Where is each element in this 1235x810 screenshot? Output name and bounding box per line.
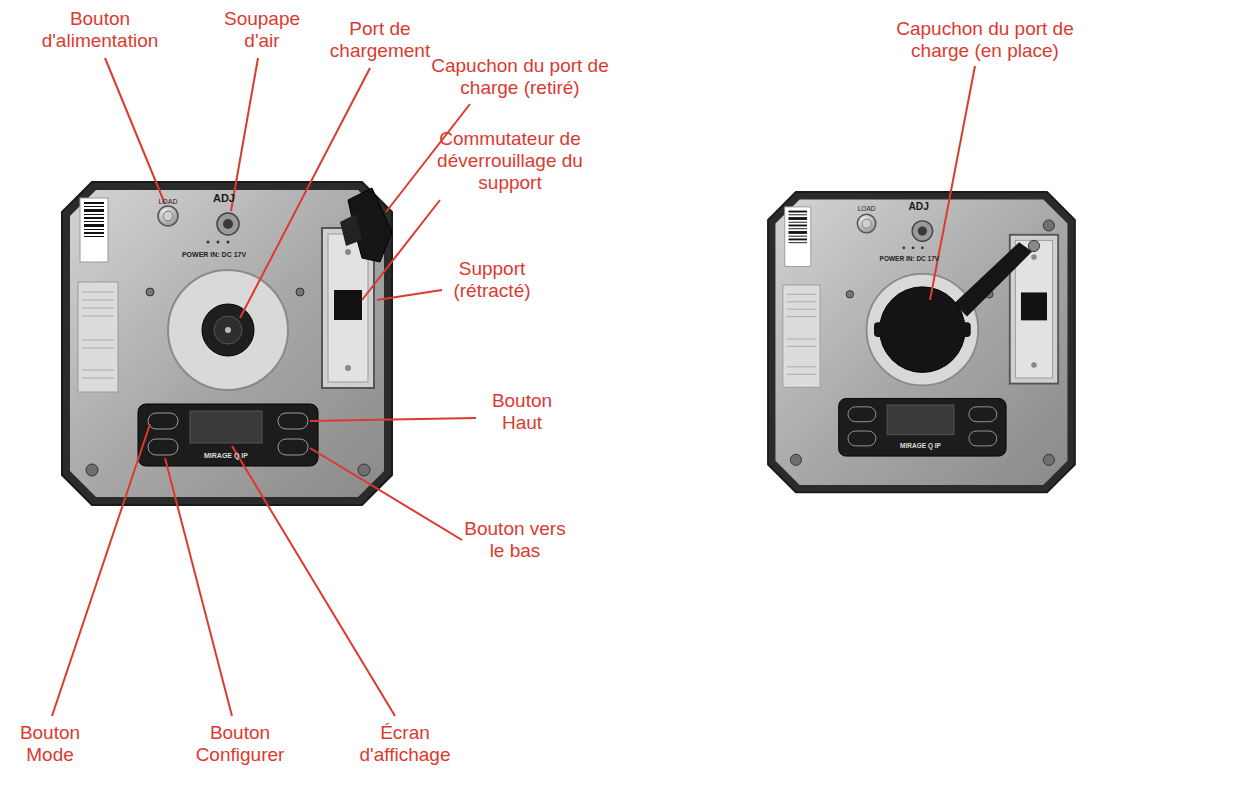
device-open-port xyxy=(62,182,392,505)
callout-label: Écran d'affichage xyxy=(350,722,460,766)
callout-label: Bouton Mode xyxy=(5,722,95,766)
callout-label: Port de chargement xyxy=(320,18,440,62)
device-marking: LOAD xyxy=(158,198,177,205)
device-marking: ADJ xyxy=(213,193,235,204)
callout-label: Capuchon du port de charge (en place) xyxy=(895,18,1075,62)
callout-label: Support (rétracté) xyxy=(437,258,547,302)
leader-lines xyxy=(52,58,975,716)
device-capped-port xyxy=(768,192,1075,492)
callout-label: Capuchon du port de charge (retiré) xyxy=(430,55,610,99)
device-marking: LOAD xyxy=(858,206,876,213)
device-marking: MIRAGE Q IP xyxy=(204,452,248,459)
callout-label: Bouton Configurer xyxy=(185,722,295,766)
callout-label: Commutateur de déverrouillage du support xyxy=(420,128,600,194)
device-marking: POWER IN: DC 17V xyxy=(182,251,246,258)
device-marking: POWER IN: DC 17V xyxy=(880,256,940,263)
callout-label: Bouton d'alimentation xyxy=(30,8,170,52)
device-marking: ADJ xyxy=(908,202,928,212)
device-marking: MIRAGE Q IP xyxy=(900,443,941,450)
callout-label: Bouton vers le bas xyxy=(460,518,570,562)
callout-label: Soupape d'air xyxy=(212,8,312,52)
callout-label: Bouton Haut xyxy=(477,390,567,434)
